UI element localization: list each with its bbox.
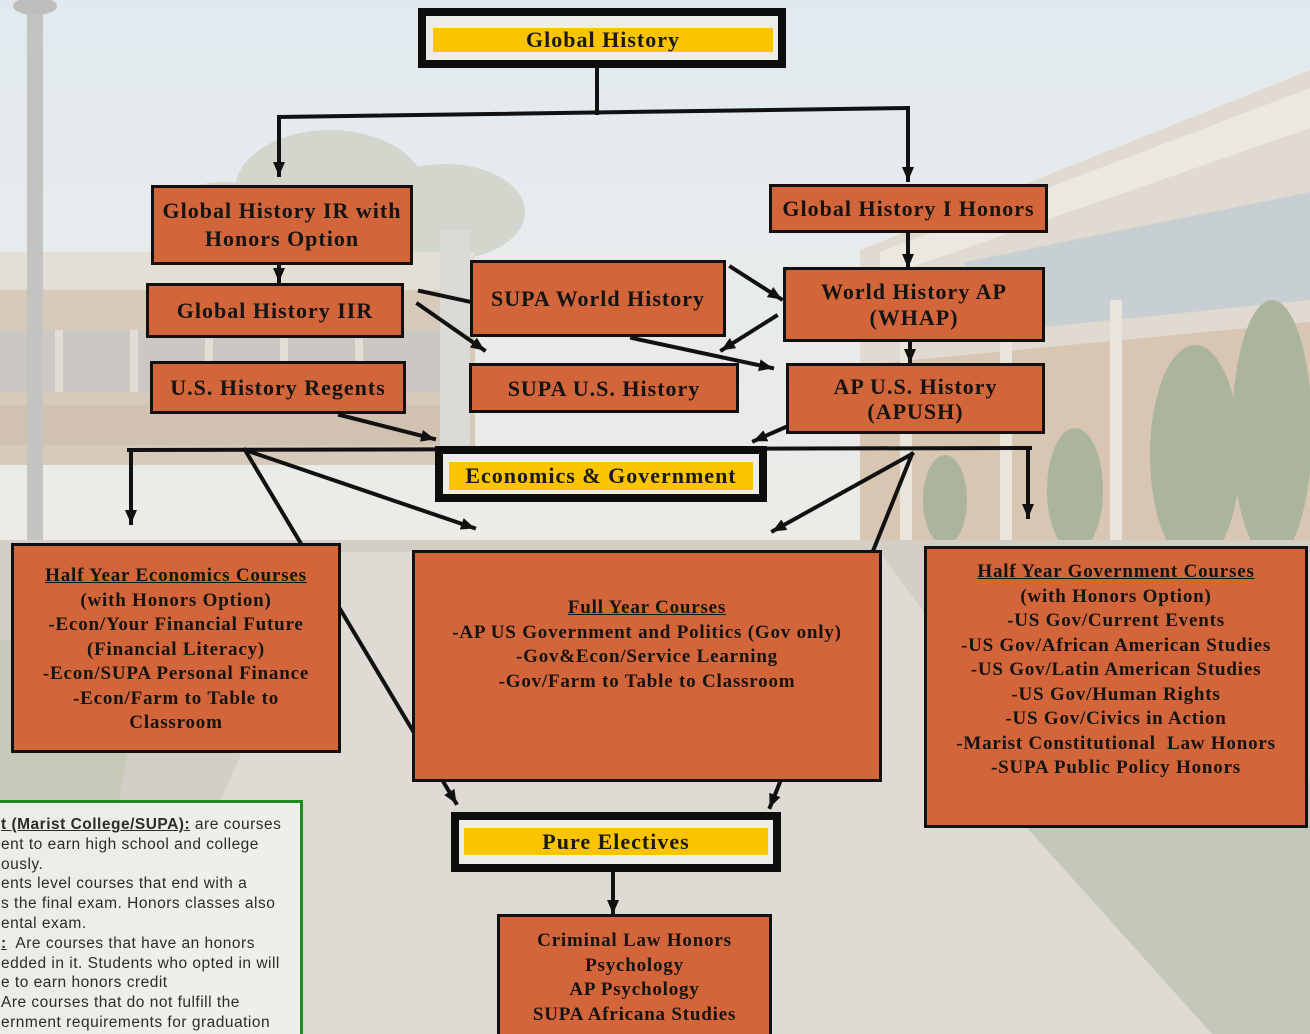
legend-line: : Are courses that have an honors [1, 934, 300, 954]
connector-iir-to-supa-world [417, 288, 474, 305]
half-year-government-line: -Marist Constitutional Law Honors [956, 732, 1276, 754]
elective-courses-box: Criminal Law Honors Psychology AP Psycho… [497, 914, 772, 1034]
course-label-line: AP U.S. History [833, 373, 998, 399]
course-label-line: (APUSH) [867, 398, 964, 424]
half-year-economics-box: Half Year Economics Courses (with Honors… [11, 543, 341, 753]
course-label: SUPA World History [491, 286, 705, 311]
legend-text: Are courses that do not fulfill the [1, 994, 240, 1012]
legend-line: edded in it. Students who opted in will [1, 954, 300, 974]
elective-course: Criminal Law Honors [537, 930, 732, 951]
half-year-economics-line: (with Honors Option) [80, 589, 272, 611]
lamp-post [27, 0, 43, 545]
lamp-cap [13, 0, 57, 15]
half-year-government-box: Half Year Government Courses (with Honor… [924, 546, 1308, 828]
pure-electives-banner: Pure Electives [451, 812, 781, 872]
course-us-history-regents: U.S. History Regents [150, 361, 406, 414]
course-global-history-i-honors: Global History I Honors [769, 184, 1048, 233]
legend-line: ernment requirements for graduation [1, 1013, 300, 1033]
half-year-government-line: (with Honors Option) [1020, 585, 1212, 607]
course-label: Global History I Honors [782, 196, 1035, 221]
half-year-government-line: -US Gov/African American Studies [960, 634, 1272, 656]
course-world-history-ap: World History AP (WHAP) [783, 267, 1045, 342]
legend-line: Are courses that do not fulfill the [1, 993, 300, 1013]
global-history-banner: Global History [418, 8, 786, 68]
full-year-courses-box: Full Year Courses -AP US Government and … [412, 550, 882, 782]
half-year-economics-line: -Econ/Your Financial Future [48, 614, 304, 635]
half-year-government-line: -SUPA Public Policy Honors [990, 757, 1242, 778]
legend-text: are courses [190, 816, 282, 833]
full-year-line: -Gov&Econ/Service Learning [516, 646, 778, 667]
elective-course: Psychology [585, 954, 684, 976]
arrow-apush-to-econ-gov [751, 423, 791, 444]
arrow-left-to-full-year [242, 447, 477, 531]
legend-line: ously. [1, 855, 300, 875]
half-year-government-heading: Half Year Government Courses [977, 561, 1255, 582]
pure-electives-title: Pure Electives [464, 828, 768, 855]
cypress-trees [923, 300, 1310, 565]
half-year-government-line: -US Gov/Latin American Studies [970, 659, 1262, 680]
arrow-iir-to-supa-us [415, 301, 487, 353]
arrow-right-to-full-year [770, 451, 915, 534]
course-label-line: (WHAP) [869, 304, 959, 330]
full-year-line: -Gov/Farm to Table to Classroom [498, 670, 796, 692]
legend-text: ent to earn high school and college [1, 835, 259, 853]
legend-line: ent to earn high school and college [1, 835, 300, 855]
elective-course: SUPA Africana Studies [532, 1003, 737, 1025]
half-year-economics-line: -Econ/Farm to Table to [72, 687, 279, 709]
economics-government-title: Economics & Government [449, 462, 753, 490]
course-global-history-iir: Global History IIR [146, 283, 404, 338]
legend-text: ernment requirements for graduation [1, 1013, 271, 1031]
legend-text: edded in it. Students who opted in will [1, 954, 280, 972]
half-year-economics-heading: Half Year Economics Courses [45, 565, 307, 586]
legend-text: s the final exam. Honors classes also [1, 895, 276, 913]
legend-line: e to earn honors credit [1, 973, 300, 993]
legend-box: t (Marist College/SUPA): are courses ent… [0, 800, 303, 1034]
course-supa-us-history: SUPA U.S. History [469, 363, 739, 413]
legend-term: t (Marist College/SUPA): [1, 816, 191, 833]
elective-course: AP Psychology [569, 979, 700, 1000]
grass-right [1020, 780, 1310, 1034]
legend-line: ental exam. [1, 914, 300, 934]
course-label: U.S. History Regents [170, 375, 386, 400]
legend-text: e to earn honors credit [1, 974, 168, 992]
course-ap-us-history: AP U.S. History (APUSH) [786, 363, 1045, 434]
half-year-economics-line: -Econ/SUPA Personal Finance [42, 663, 310, 684]
half-year-economics-line: Classroom [129, 712, 223, 733]
arrow-supa-world-to-whap [728, 264, 784, 302]
full-year-line: -AP US Government and Politics (Gov only… [452, 621, 842, 643]
global-history-title: Global History [433, 28, 773, 52]
legend-line: s the final exam. Honors classes also [1, 894, 300, 914]
arrow-regents-to-econ-gov [337, 412, 437, 442]
half-year-economics-line: (Financial Literacy) [87, 638, 265, 660]
legend-text: ental exam. [1, 914, 87, 932]
legend-text: ents level courses that end with a [1, 875, 248, 893]
legend-text: Are courses that have an honors [6, 934, 255, 952]
legend-term: : [1, 934, 7, 952]
course-global-history-ir: Global History IR with Honors Option [151, 185, 413, 265]
legend-line: ents level courses that end with a [1, 874, 300, 894]
arrow-whap-to-supa-us [719, 313, 779, 353]
course-label-line: Honors Option [204, 226, 360, 251]
legend-text: ously. [1, 855, 44, 873]
half-year-government-line: -US Gov/Human Rights [1011, 683, 1221, 705]
arrow-supa-world-to-apush [629, 335, 775, 372]
half-year-government-line: -US Gov/Civics in Action [1005, 708, 1227, 729]
course-supa-world-history: SUPA World History [470, 260, 726, 337]
course-label: Global History IIR [176, 298, 374, 323]
course-label: SUPA U.S. History [507, 375, 701, 401]
economics-government-banner: Economics & Government [435, 446, 767, 502]
half-year-government-line: -US Gov/Current Events [1007, 610, 1225, 631]
legend-line: t (Marist College/SUPA): are courses [1, 815, 300, 835]
connector-header-split [276, 105, 911, 120]
course-label-line: Global History IR with [162, 198, 402, 223]
full-year-heading: Full Year Courses [567, 597, 727, 618]
course-label-line: World History AP [821, 278, 1007, 304]
